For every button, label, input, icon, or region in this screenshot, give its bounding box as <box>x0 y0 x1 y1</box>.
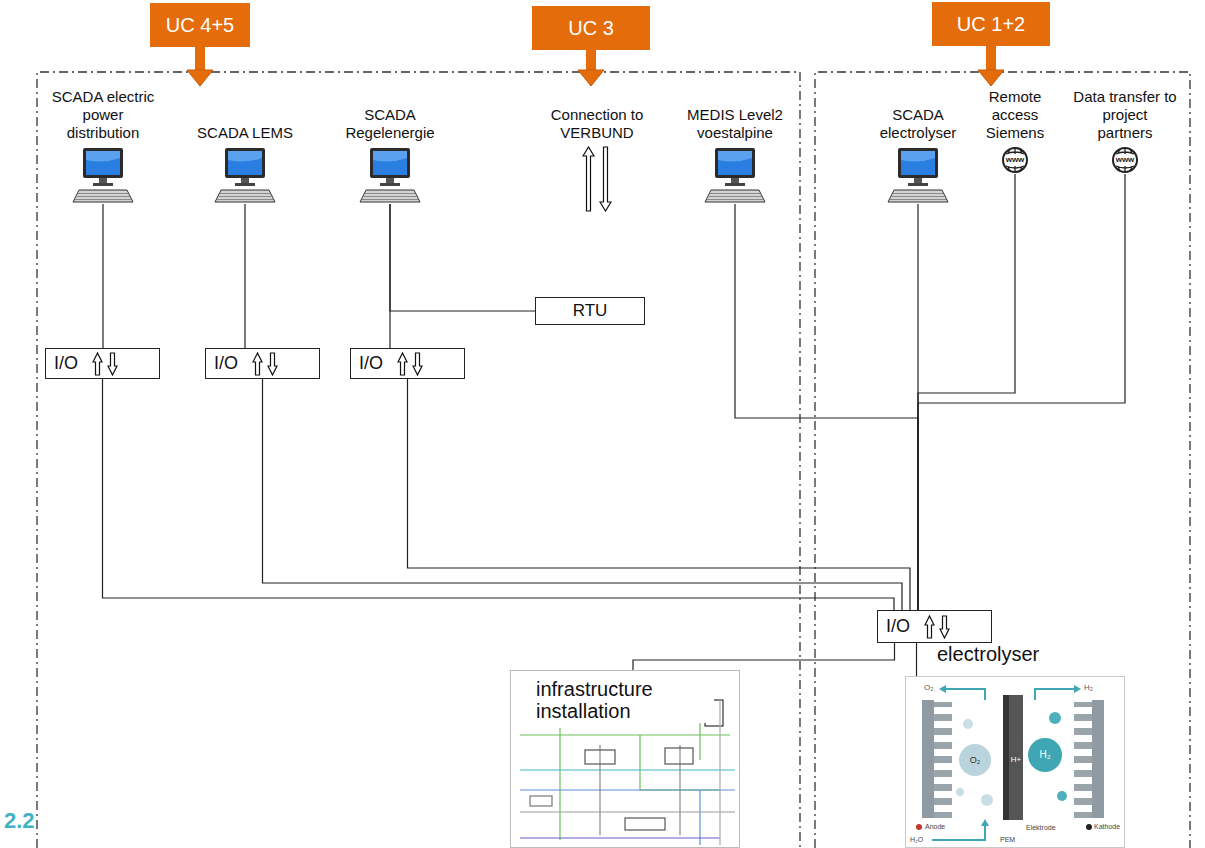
system-workstation: MEDIS Level2 voestalpine <box>685 88 785 204</box>
annotation-label: Anode <box>925 823 945 830</box>
arrow-head <box>578 70 604 86</box>
use-case-tag: UC 1+2 <box>932 2 1050 46</box>
node-text: I/O <box>359 353 383 374</box>
node-text: electrolyser <box>905 640 1125 668</box>
connector-path <box>633 643 895 670</box>
signal-line <box>633 643 895 670</box>
node-text: MEDIS Level2 voestalpine <box>685 106 785 142</box>
io-module: I/O <box>205 348 320 379</box>
system-workstation: SCADA Regelenergie <box>335 88 445 204</box>
node-text: I/O <box>214 353 238 374</box>
connector-path <box>103 379 895 610</box>
computer-icon <box>885 146 951 204</box>
bidirectional-arrow-symbol <box>92 352 118 376</box>
region-boundary <box>37 72 800 848</box>
system-workstation: SCADA electrolyser <box>868 88 968 204</box>
annotation-label: O₂ <box>970 756 981 765</box>
node-text: SCADA electrolyser <box>868 106 968 142</box>
annotation-label: H₂ <box>1039 750 1050 760</box>
connector-path <box>408 379 911 610</box>
signal-line <box>103 379 895 610</box>
bidirectional-arrow-symbol <box>582 146 612 212</box>
annotation-label: Kathode <box>1094 823 1120 830</box>
io-module: I/O <box>350 348 465 379</box>
io-module: I/O <box>877 610 992 643</box>
connector-path <box>916 643 917 676</box>
arrow-head <box>187 70 213 86</box>
signal-line <box>245 204 246 348</box>
annotation-label: H+ <box>1011 756 1021 764</box>
region-boundary <box>815 72 1190 848</box>
signal-line <box>918 174 1125 610</box>
connector-path <box>918 174 1015 610</box>
signal-line <box>916 643 917 676</box>
node-text: Data transfer to project partners <box>1073 88 1177 142</box>
connector-path <box>735 204 918 610</box>
signal-line <box>918 174 1015 610</box>
node-text: SCADA Regelenergie <box>335 106 445 142</box>
installation-panel: infrastructure installation <box>510 670 740 848</box>
signal-line <box>263 379 903 610</box>
node-text: I/O <box>886 616 910 637</box>
node-text: I/O <box>54 353 78 374</box>
node-text: Connection to VERBUND <box>537 106 657 142</box>
system-workstation: SCADA LEMS <box>195 88 295 204</box>
use-case-arrow <box>978 46 1004 86</box>
pem-cell-illustration <box>916 685 1104 840</box>
signal-line <box>103 204 104 348</box>
connector-path <box>244 204 245 348</box>
arrow-shaft <box>986 46 996 72</box>
annotation-label: www <box>1006 156 1025 164</box>
signal-line <box>390 204 535 311</box>
annotation-label: O₂ <box>924 684 933 692</box>
annotation-label: www <box>1116 156 1135 164</box>
system-workstation: SCADA electric power distribution <box>45 88 161 204</box>
electrolyser-panel: electrolyser <box>905 640 1125 848</box>
signal-line <box>408 379 911 610</box>
node-text: RTU <box>573 301 608 321</box>
bidirectional-arrow-symbol <box>397 352 423 376</box>
node-text: Remote access Siemens <box>970 88 1060 142</box>
bidirectional-arrow-symbol <box>252 352 278 376</box>
computer-icon <box>357 146 423 204</box>
annotation-label: H₂O <box>910 836 923 843</box>
annotation-label: 2.2 <box>4 810 35 832</box>
arrow-shaft <box>586 50 596 72</box>
connector-path <box>102 204 103 348</box>
rtu-box: RTU <box>535 297 645 325</box>
computer-icon <box>70 146 136 204</box>
annotation-label: H₂ <box>1084 684 1093 692</box>
arrow-shaft <box>195 47 205 72</box>
arrow-head <box>978 70 1004 86</box>
use-case-tag: UC 3 <box>532 6 650 50</box>
bidirectional-arrow-symbol <box>924 615 950 639</box>
node-text: infrastructure installation <box>533 677 714 723</box>
node-text: UC 4+5 <box>166 14 234 37</box>
node-text: UC 3 <box>568 17 614 40</box>
node-text: SCADA LEMS <box>195 124 295 142</box>
computer-icon <box>212 146 278 204</box>
node-text: SCADA electric power distribution <box>45 88 161 142</box>
annotation-label: PEM <box>1000 836 1015 843</box>
io-module: I/O <box>45 348 160 379</box>
signal-line <box>735 204 918 610</box>
use-case-arrow <box>187 47 213 86</box>
connector-path <box>918 174 1125 610</box>
connector-path <box>263 379 903 610</box>
computer-icon <box>702 146 768 204</box>
annotation-label: Elektrode <box>1026 824 1056 831</box>
use-case-arrow <box>578 50 604 86</box>
node-text: UC 1+2 <box>957 13 1025 36</box>
external-connection: Connection to VERBUND <box>537 88 657 212</box>
connector-path <box>390 204 535 311</box>
use-case-tag: UC 4+5 <box>150 3 250 47</box>
